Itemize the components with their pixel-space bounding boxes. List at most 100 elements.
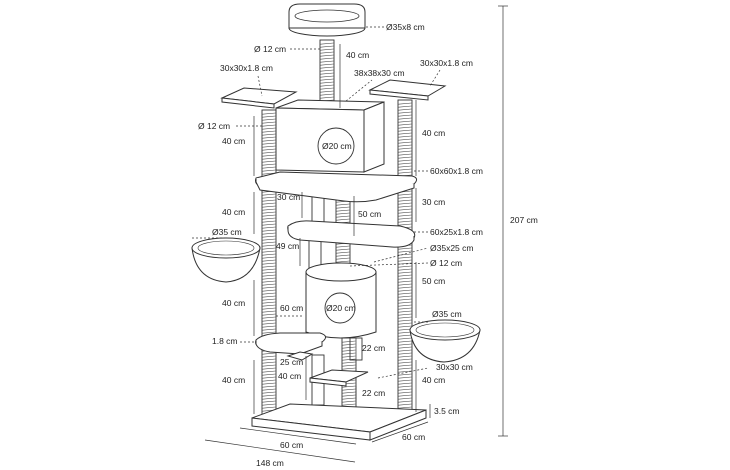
rope-stripe: [320, 78, 334, 81]
label-lower-condo-hole: Ø20 cm: [326, 303, 356, 313]
rope-stripe: [398, 153, 412, 156]
rope-stripe: [262, 142, 276, 145]
label-lower-post-height-b: 25 cm: [280, 357, 303, 367]
rope-stripe: [262, 325, 276, 328]
rope-stripe: [342, 385, 356, 388]
rope-stripe: [320, 96, 334, 99]
rope-stripe: [398, 301, 412, 304]
rope-stripe: [398, 141, 412, 144]
rope-stripe: [320, 87, 334, 90]
rope-stripe: [262, 316, 276, 319]
rope-stripe: [262, 151, 276, 154]
lower-step: [255, 332, 326, 355]
rope-stripe: [262, 217, 276, 220]
rope-stripe: [398, 352, 412, 355]
rope-stripe: [398, 343, 412, 346]
rope-stripe: [398, 277, 412, 280]
rope-stripe: [262, 397, 276, 400]
rope-stripe: [398, 256, 412, 259]
small-shelf: [286, 351, 314, 361]
rope-stripe: [398, 298, 412, 301]
rope-stripe: [262, 214, 276, 217]
rope-stripe: [398, 355, 412, 358]
left-perch: [220, 87, 298, 109]
rope-stripe: [336, 260, 350, 263]
rope-stripe: [262, 235, 276, 238]
rope-stripe: [398, 280, 412, 283]
rope-stripe: [336, 254, 350, 257]
rope-stripe: [398, 400, 412, 403]
rope-stripe: [398, 340, 412, 343]
rope-stripe: [398, 171, 412, 174]
dimension-lines: [192, 5, 508, 463]
rope-stripe: [398, 156, 412, 159]
rope-stripe: [342, 391, 356, 394]
label-right-lower-post-height: 50 cm: [422, 276, 445, 286]
rope-stripe: [398, 159, 412, 162]
rope-stripe: [262, 115, 276, 118]
rope-stripe: [398, 274, 412, 277]
rope-stripe: [320, 57, 334, 60]
rope-stripe: [262, 379, 276, 382]
rope-stripe: [262, 247, 276, 250]
label-bottom-post-height: 22 cm: [362, 388, 385, 398]
rope-stripe: [398, 361, 412, 364]
rope-stripe: [398, 391, 412, 394]
rope-stripe: [262, 310, 276, 313]
label-board-thickness: 1.8 cm: [212, 336, 238, 346]
rope-stripe: [262, 256, 276, 259]
rope-stripe: [262, 376, 276, 379]
rope-stripe: [398, 253, 412, 256]
rope-stripe: [262, 118, 276, 121]
condo-hole: [317, 127, 355, 165]
rope-stripe: [262, 268, 276, 271]
lower-condo-hole: [324, 292, 356, 324]
rope-stripe: [262, 388, 276, 391]
label-lower-step-width: 60 cm: [280, 303, 303, 313]
label-lower-post-height-c: 40 cm: [278, 371, 301, 381]
rope-stripe: [262, 241, 276, 244]
rope-stripe: [262, 328, 276, 331]
label-total-width: 148 cm: [256, 458, 284, 468]
rope-stripe: [336, 251, 350, 254]
rope-stripe: [262, 127, 276, 130]
rope-stripe: [262, 238, 276, 241]
rope-stripe: [262, 286, 276, 289]
rope-stripe: [262, 301, 276, 304]
rope-stripe: [398, 337, 412, 340]
rope-stripe: [398, 120, 412, 123]
label-base-depth: 60 cm: [402, 432, 425, 442]
rope-stripe: [262, 208, 276, 211]
rope-stripe: [398, 388, 412, 391]
label-base-width: 60 cm: [280, 440, 303, 450]
rope-stripe: [398, 199, 412, 202]
dimension-labels: Ø35x8 cm Ø 12 cm 40 cm 30x30x1.8 cm 38x3…: [198, 22, 538, 468]
rope-stripe: [262, 271, 276, 274]
rope-stripe: [262, 319, 276, 322]
rope-stripe: [262, 232, 276, 235]
rope-stripe: [262, 202, 276, 205]
rope-stripe: [262, 223, 276, 226]
rope-stripe: [262, 148, 276, 151]
rope-stripe: [398, 304, 412, 307]
rope-stripe: [262, 403, 276, 406]
rope-stripe: [262, 250, 276, 253]
rope-stripe: [262, 145, 276, 148]
rope-stripe: [262, 130, 276, 133]
rope-stripe: [398, 370, 412, 373]
rope-stripe: [398, 313, 412, 316]
rope-stripe: [398, 379, 412, 382]
rope-stripe: [320, 69, 334, 72]
rope-stripe: [342, 361, 356, 364]
rope-stripe: [342, 358, 356, 361]
rope-stripe: [336, 203, 350, 206]
rope-stripe: [262, 394, 276, 397]
rope-stripe: [336, 248, 350, 251]
rope-stripe: [398, 247, 412, 250]
rope-stripe: [398, 105, 412, 108]
label-left-post-diameter: Ø 12 cm: [198, 121, 230, 131]
rope-stripe: [262, 112, 276, 115]
label-top-bed-diameter: Ø35x8 cm: [386, 22, 425, 32]
rope-stripe: [262, 352, 276, 355]
rope-stripe: [262, 367, 276, 370]
